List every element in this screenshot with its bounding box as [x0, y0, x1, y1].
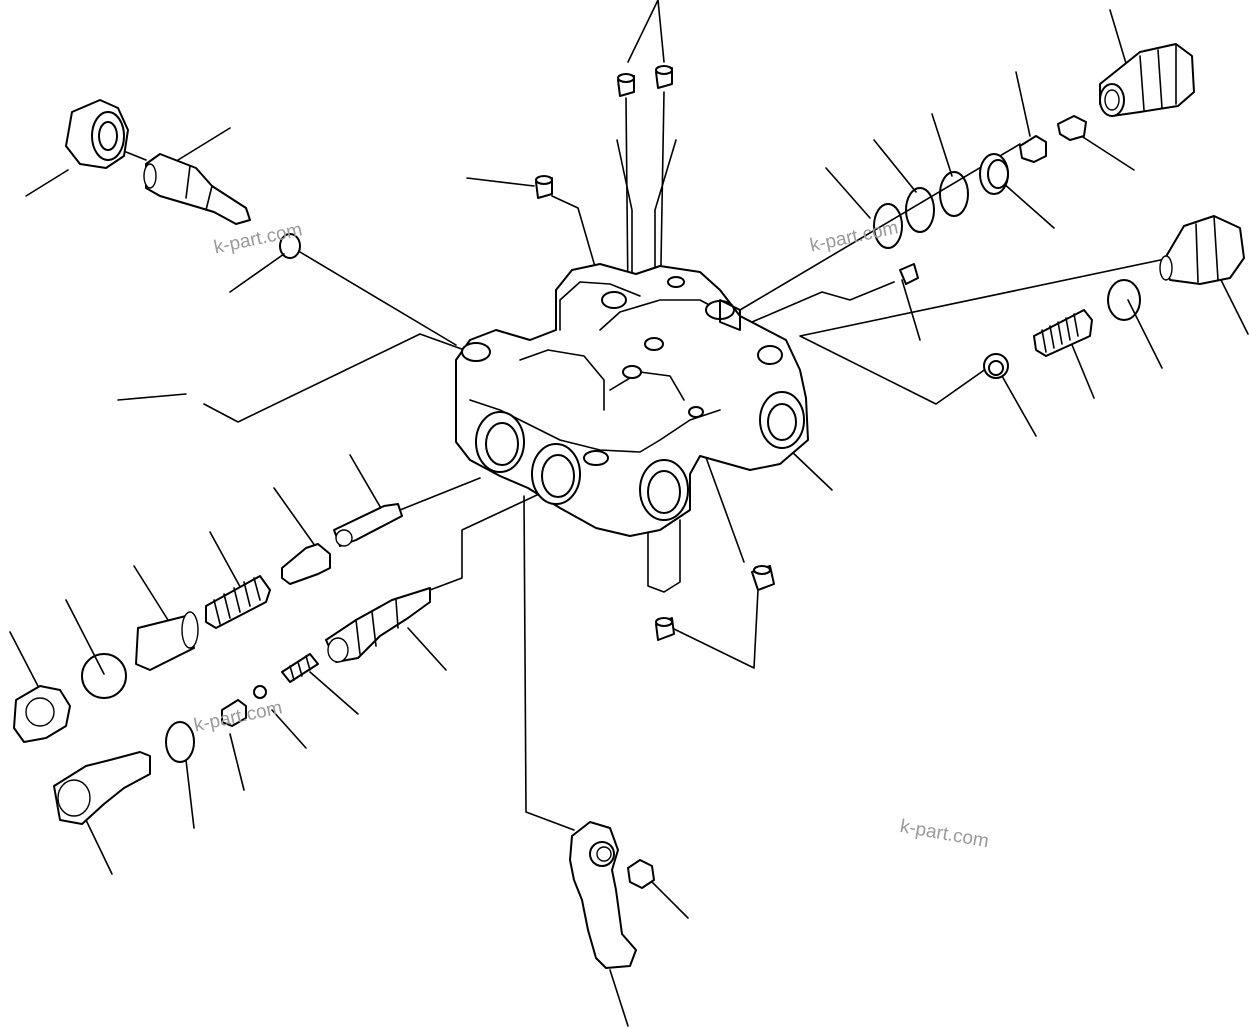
leader-pin [349, 454, 383, 511]
leader-spring-right [1069, 339, 1095, 399]
leader-cylinder [133, 565, 169, 621]
leader-bottom-plug-connect [671, 589, 759, 669]
leader-screw-small [229, 733, 245, 791]
leader-left-plug-to-body [625, 97, 629, 301]
top-left-assembly [65, 99, 301, 259]
leader-lines [9, 0, 1249, 1027]
leader-spring-small [309, 671, 359, 715]
leader-oring-tr2 [873, 139, 917, 193]
leader-top-plugs [627, 0, 665, 63]
leader-lever [523, 495, 575, 831]
leader-plug-right [751, 281, 895, 323]
right-assembly [983, 215, 1245, 379]
leader-seat-right [1001, 375, 1037, 437]
leader-right-axis [799, 257, 1171, 405]
leader-oring-tr3 [825, 167, 871, 219]
top-right-assembly [873, 43, 1195, 285]
leader-tr-axis [739, 143, 1021, 311]
leader-oring-lower [65, 599, 105, 675]
leader-ball [271, 709, 307, 749]
leader-fitting-top-right [1109, 9, 1129, 71]
leader-oring-left [229, 253, 285, 293]
leader-oring-bottom [185, 759, 195, 829]
leader-left-plug-label [117, 393, 187, 401]
leader-plug-to-body-top [551, 195, 597, 271]
leader-plug-lower [9, 631, 41, 691]
lower-left-assembly [13, 503, 403, 743]
leader-bushing [647, 877, 689, 919]
leader-spring-lower [209, 531, 245, 595]
leader-valve-axis [429, 487, 553, 591]
leader-shaft-left [177, 127, 231, 161]
lever-assembly [569, 821, 655, 969]
top-plugs [535, 65, 673, 199]
lower-valve-assembly [53, 587, 431, 825]
leader-pin-axis [399, 477, 481, 511]
leader-cap-left [25, 169, 69, 197]
leader-body-right [789, 449, 833, 491]
leader-ring-tr [1001, 181, 1055, 229]
leader-small-screw-tr [1015, 71, 1031, 137]
leader-oring-right [1127, 299, 1163, 369]
leader-bottom-plugs [647, 519, 681, 593]
leader-lever-label [609, 969, 629, 1027]
leader-oring-to-body [299, 251, 457, 346]
leader-oring-tr1 [931, 113, 953, 177]
leader-plug-bottom [85, 819, 113, 875]
bottom-plugs [655, 565, 775, 641]
valve-body [455, 263, 809, 537]
leader-plug-right-label [901, 279, 921, 341]
leader-poppet [273, 487, 319, 551]
leader-top-left-plug [466, 177, 535, 187]
leader-left-plug-small [203, 333, 471, 423]
leader-valve [407, 627, 447, 671]
